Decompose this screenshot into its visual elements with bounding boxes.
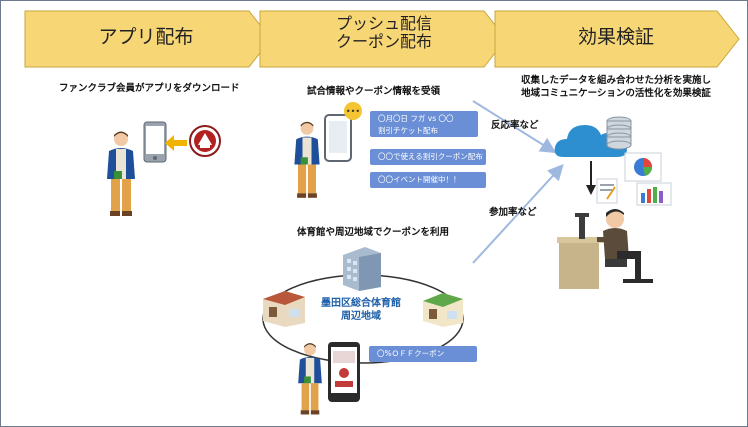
caption-verify: 収集したデータを組み合わせた分析を実施し 地域コミュニケーションの活性化を効果検…	[521, 75, 711, 101]
team-emblem-icon	[189, 125, 221, 157]
arrow-label-response: 反応率など	[491, 120, 539, 131]
stage-chevrons	[24, 10, 740, 68]
stage-2-label-line2: クーポン配布	[335, 32, 432, 52]
notification-match-line1: 〇月〇日 フガ vs 〇〇	[378, 114, 454, 123]
coupon-phone-icon	[328, 342, 360, 402]
stage-3-chevron	[494, 10, 740, 68]
arrow-response	[472, 100, 557, 154]
stage-1-label: アプリ配布	[98, 26, 194, 48]
building-icon	[343, 247, 381, 291]
venue-label: 墨田区総合体育館 周辺地域	[301, 297, 421, 323]
download-arrow-icon	[165, 135, 187, 151]
notification-match: 〇月〇日 フガ vs 〇〇 割引チケット配布	[370, 111, 478, 137]
down-arrow-icon	[586, 161, 596, 195]
notification-match-line2: 割引チケット配布	[378, 126, 438, 135]
arrow-participation	[472, 164, 564, 264]
notification-off-coupon: 〇%ＯＦＦクーポン	[369, 346, 477, 362]
smartphone-notification-icon: •••	[324, 102, 362, 162]
notification-discount: 〇〇で使える割引クーポン配布	[370, 149, 486, 165]
stage-2-label: プッシュ配信 クーポン配布	[279, 14, 489, 52]
caption-download: ファンクラブ会員がアプリをダウンロード	[59, 83, 240, 94]
caption-use-coupon: 体育館や周辺地域でクーポンを利用	[297, 227, 450, 238]
analyst-icon	[557, 209, 653, 289]
shop-icon-2	[423, 293, 463, 327]
smartphone-icon	[143, 121, 167, 163]
caption-verify-line2: 地域コミュニケーションの活性化を効果検証	[521, 87, 711, 99]
shop-icon	[263, 291, 305, 327]
caption-verify-line1: 収集したデータを組み合わせた分析を実施し	[521, 75, 712, 86]
notification-event: 〇〇イベント開催中！！	[370, 172, 486, 188]
person-icon	[107, 131, 135, 216]
venue-label-line2: 周辺地域	[341, 311, 381, 322]
svg-text:•••: •••	[346, 107, 360, 116]
cloud-database-icon	[554, 116, 632, 157]
caption-receive: 試合情報やクーポン情報を受領	[307, 86, 441, 97]
person-icon-3	[298, 343, 322, 415]
venue-label-line1: 墨田区総合体育館	[321, 298, 401, 309]
stage-2-label-line1: プッシュ配信	[335, 14, 432, 33]
arrow-label-participation: 参加率など	[489, 207, 537, 218]
report-chart-icon	[596, 152, 672, 206]
person-icon-2	[294, 121, 320, 198]
stage-3-label: 効果検証	[577, 26, 654, 48]
